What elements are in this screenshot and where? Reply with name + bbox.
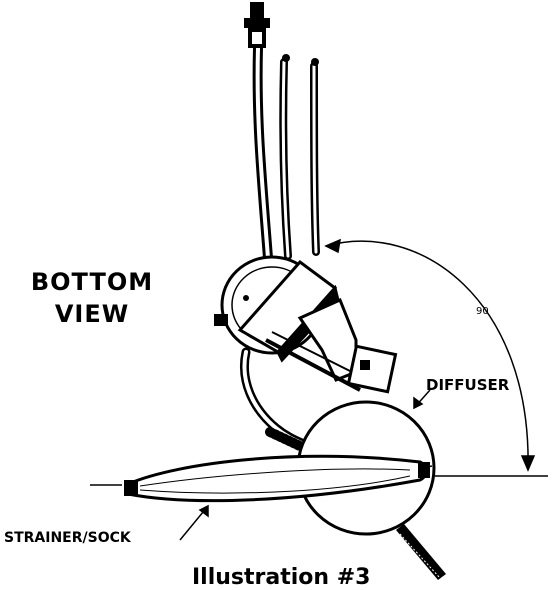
bracket — [237, 259, 369, 392]
angle-arc — [324, 238, 536, 472]
strainer-label: STRAINER/SOCK — [4, 530, 131, 546]
view-label-line1: BOTTOM — [30, 268, 154, 296]
reference-line — [90, 475, 548, 486]
leader-arrows — [179, 389, 431, 541]
connector-box — [346, 344, 398, 394]
view-label: BOTTOM VIEW — [22, 266, 162, 330]
diffuser-label: DIFFUSER — [426, 376, 510, 394]
angle-label: 90 — [476, 306, 489, 317]
fuel-rods — [252, 43, 320, 263]
outlet-tube — [396, 524, 446, 580]
hose — [240, 347, 313, 451]
figure-caption: Illustration #3 — [192, 565, 371, 590]
strainer-sock — [124, 454, 430, 503]
view-label-line2: VIEW — [54, 300, 130, 328]
top-fitting — [244, 2, 319, 66]
